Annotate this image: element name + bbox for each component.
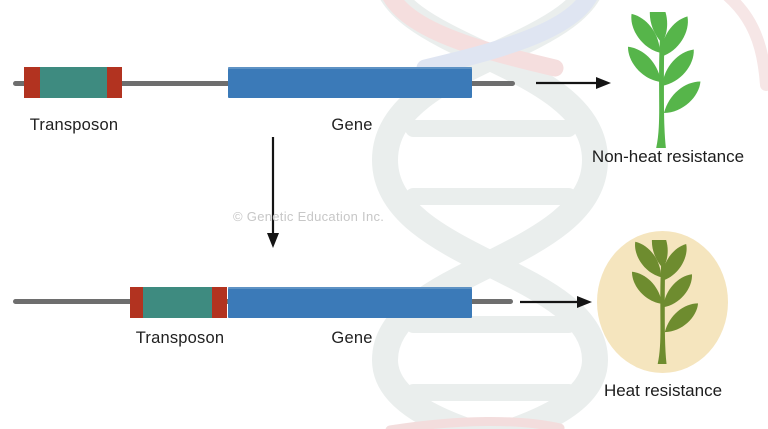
transposon-itr-right bbox=[107, 67, 122, 98]
watermark-text: © Genetic Education Inc. bbox=[233, 209, 385, 224]
gene-box-bottom bbox=[228, 287, 472, 318]
right-arrow-icon-top bbox=[536, 77, 611, 89]
transposon-label-top: Transposon bbox=[29, 116, 119, 134]
transposon-itr-left bbox=[130, 287, 143, 318]
result-label-bottom: Heat resistance bbox=[603, 381, 723, 400]
plant-icon-nonheat bbox=[619, 12, 708, 148]
gene-label-bottom: Gene bbox=[331, 329, 373, 347]
transposon-body bbox=[143, 287, 212, 318]
transposon-itr-right bbox=[212, 287, 227, 318]
plant-icon-heat bbox=[624, 240, 705, 364]
transposon-label-bottom: Transposon bbox=[135, 329, 225, 347]
right-arrow-icon-bottom bbox=[520, 296, 592, 308]
gene-label-top: Gene bbox=[331, 116, 373, 134]
down-arrow-icon bbox=[267, 137, 279, 248]
result-label-top: Non-heat resistance bbox=[591, 147, 745, 166]
gene-box-top bbox=[228, 67, 472, 98]
transposon-box-top bbox=[24, 67, 122, 98]
transposon-box-bottom bbox=[130, 287, 227, 318]
transposon-body bbox=[40, 67, 107, 98]
transposon-itr-left bbox=[24, 67, 40, 98]
